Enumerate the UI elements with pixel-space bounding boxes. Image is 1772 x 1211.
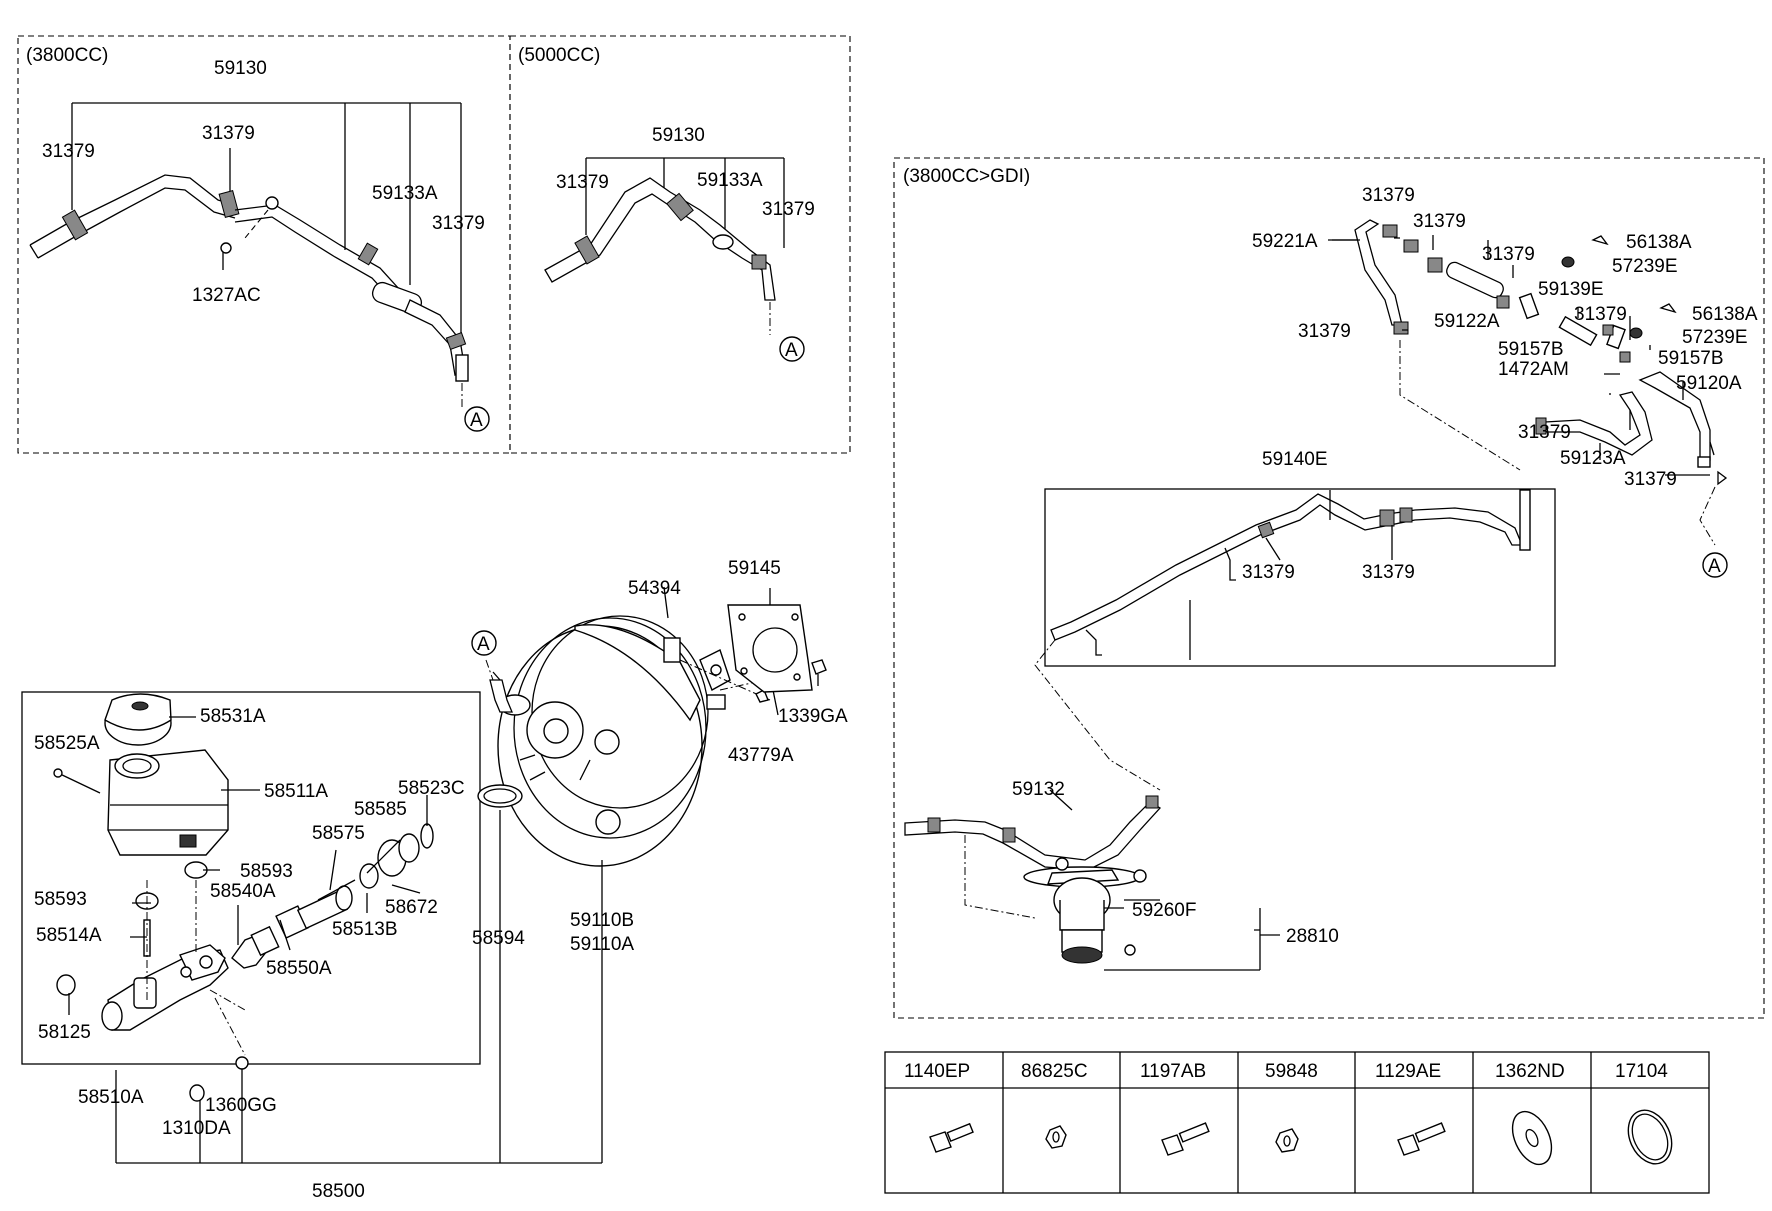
label-59139E: 59139E [1538, 279, 1604, 300]
label-58523C: 58523C [398, 778, 465, 799]
label-58593-1: 58593 [34, 889, 87, 910]
label-59132: 59132 [1012, 779, 1065, 800]
label-1327AC: 1327AC [192, 285, 261, 306]
ref-marker-a-4: A [471, 630, 497, 656]
label-56138A-2: 56138A [1692, 304, 1758, 325]
label-31379-gdi-6: 31379 [1518, 422, 1571, 443]
label-31379-gdi-4: 31379 [1298, 321, 1351, 342]
ref-marker-a-3: A [1702, 552, 1728, 578]
vacuum-hose-3800cc [29, 102, 469, 410]
label-1472AM: 1472AM [1498, 359, 1569, 380]
ref-marker-a-1: A [464, 406, 490, 432]
label-31379-3800-2: 31379 [202, 123, 255, 144]
legend-header-1: 1140EP [904, 1061, 970, 1082]
legend-header-2: 86825C [1021, 1061, 1088, 1082]
label-31379-gdi-2: 31379 [1413, 211, 1466, 232]
label-58500: 58500 [312, 1181, 365, 1202]
label-31379-3800-3: 31379 [432, 213, 485, 234]
label-59110B: 59110B [570, 910, 634, 931]
label-59130-5000: 59130 [652, 125, 705, 146]
ref-marker-a-1-label: A [470, 410, 483, 431]
legend-header-7: 17104 [1615, 1061, 1668, 1082]
label-57239E-2: 57239E [1682, 327, 1748, 348]
label-58594: 58594 [472, 928, 525, 949]
gdi-hose-assembly [904, 219, 1728, 971]
label-59133A-5000: 59133A [697, 170, 763, 191]
label-58125: 58125 [38, 1022, 91, 1043]
label-58585: 58585 [354, 799, 407, 820]
ref-marker-a-2: A [779, 336, 805, 362]
label-1339GA: 1339GA [778, 706, 848, 727]
label-59260F: 59260F [1132, 900, 1196, 921]
label-1310DA: 1310DA [162, 1118, 231, 1139]
label-59122A: 59122A [1434, 311, 1500, 332]
label-31379-5000-1: 31379 [556, 172, 609, 193]
label-58511A: 58511A [264, 781, 328, 802]
brake-booster [115, 586, 827, 1164]
label-59133A-3800: 59133A [372, 183, 438, 204]
ref-marker-a-2-label: A [785, 340, 798, 361]
vacuum-hose-5000cc [544, 157, 785, 335]
label-59130-3800: 59130 [214, 58, 267, 79]
section-5000cc: (5000CC) [509, 35, 851, 454]
nut-icon [1275, 1128, 1299, 1153]
label-58672: 58672 [385, 897, 438, 918]
hose-assembly-box [1044, 488, 1556, 667]
label-56138A-1: 56138A [1626, 232, 1692, 253]
label-31379-gdi-8: 31379 [1242, 562, 1295, 583]
label-54394: 54394 [628, 578, 681, 599]
ref-marker-a-4-label: A [477, 634, 490, 655]
label-58575: 58575 [312, 823, 365, 844]
label-31379-gdi-1: 31379 [1362, 185, 1415, 206]
label-31379-gdi-3: 31379 [1482, 244, 1535, 265]
washer-icon [1511, 1110, 1553, 1166]
section-3800cc-gdi: (3800CC>GDI) [893, 157, 1765, 1019]
legend-header-4: 59848 [1265, 1061, 1318, 1082]
nut-icon [1045, 1125, 1067, 1149]
section-title-gdi: (3800CC>GDI) [903, 166, 1030, 187]
label-58510A: 58510A [78, 1087, 144, 1108]
label-31379-gdi-7: 31379 [1624, 469, 1677, 490]
label-31379-gdi-9: 31379 [1362, 562, 1415, 583]
label-28810: 28810 [1286, 926, 1339, 947]
label-59157B-2: 59157B [1658, 348, 1724, 369]
legend-header-6: 1362ND [1495, 1061, 1565, 1082]
label-59157B-1: 59157B [1498, 339, 1564, 360]
section-title-5000cc: (5000CC) [518, 45, 600, 66]
legend-header-5: 1129AE [1375, 1061, 1441, 1082]
label-58540A: 58540A [210, 881, 276, 902]
label-58593-2: 58593 [240, 861, 293, 882]
label-58513B: 58513B [332, 919, 398, 940]
legend-table: 1140EP 86825C 1197AB 59848 1129AE 1362ND… [884, 1051, 1710, 1194]
label-57239E-1: 57239E [1612, 256, 1678, 277]
bolt-icon [1161, 1122, 1210, 1156]
label-59123A: 59123A [1560, 448, 1626, 469]
label-58514A: 58514A [36, 925, 102, 946]
label-31379-gdi-5: 31379 [1574, 304, 1627, 325]
label-58550A: 58550A [266, 958, 332, 979]
ref-marker-a-3-label: A [1708, 556, 1721, 577]
label-58531A: 58531A [200, 706, 266, 727]
label-59145: 59145 [728, 558, 781, 579]
master-cylinder [53, 693, 434, 1102]
label-43779A: 43779A [728, 745, 794, 766]
label-1360GG: 1360GG [205, 1095, 277, 1116]
bolt-icon [929, 1122, 974, 1153]
label-31379-3800-1: 31379 [42, 141, 95, 162]
o-ring-icon [1627, 1109, 1673, 1165]
label-59110A: 59110A [570, 934, 634, 955]
label-59221A: 59221A [1252, 231, 1318, 252]
bolt-icon [1397, 1122, 1446, 1156]
label-59140E: 59140E [1262, 449, 1328, 470]
label-31379-5000-2: 31379 [762, 199, 815, 220]
label-59120A: 59120A [1676, 373, 1742, 394]
label-58525A: 58525A [34, 733, 100, 754]
master-cylinder-box [21, 691, 481, 1065]
section-title-3800cc: (3800CC) [26, 45, 108, 66]
legend-header-3: 1197AB [1140, 1061, 1206, 1082]
